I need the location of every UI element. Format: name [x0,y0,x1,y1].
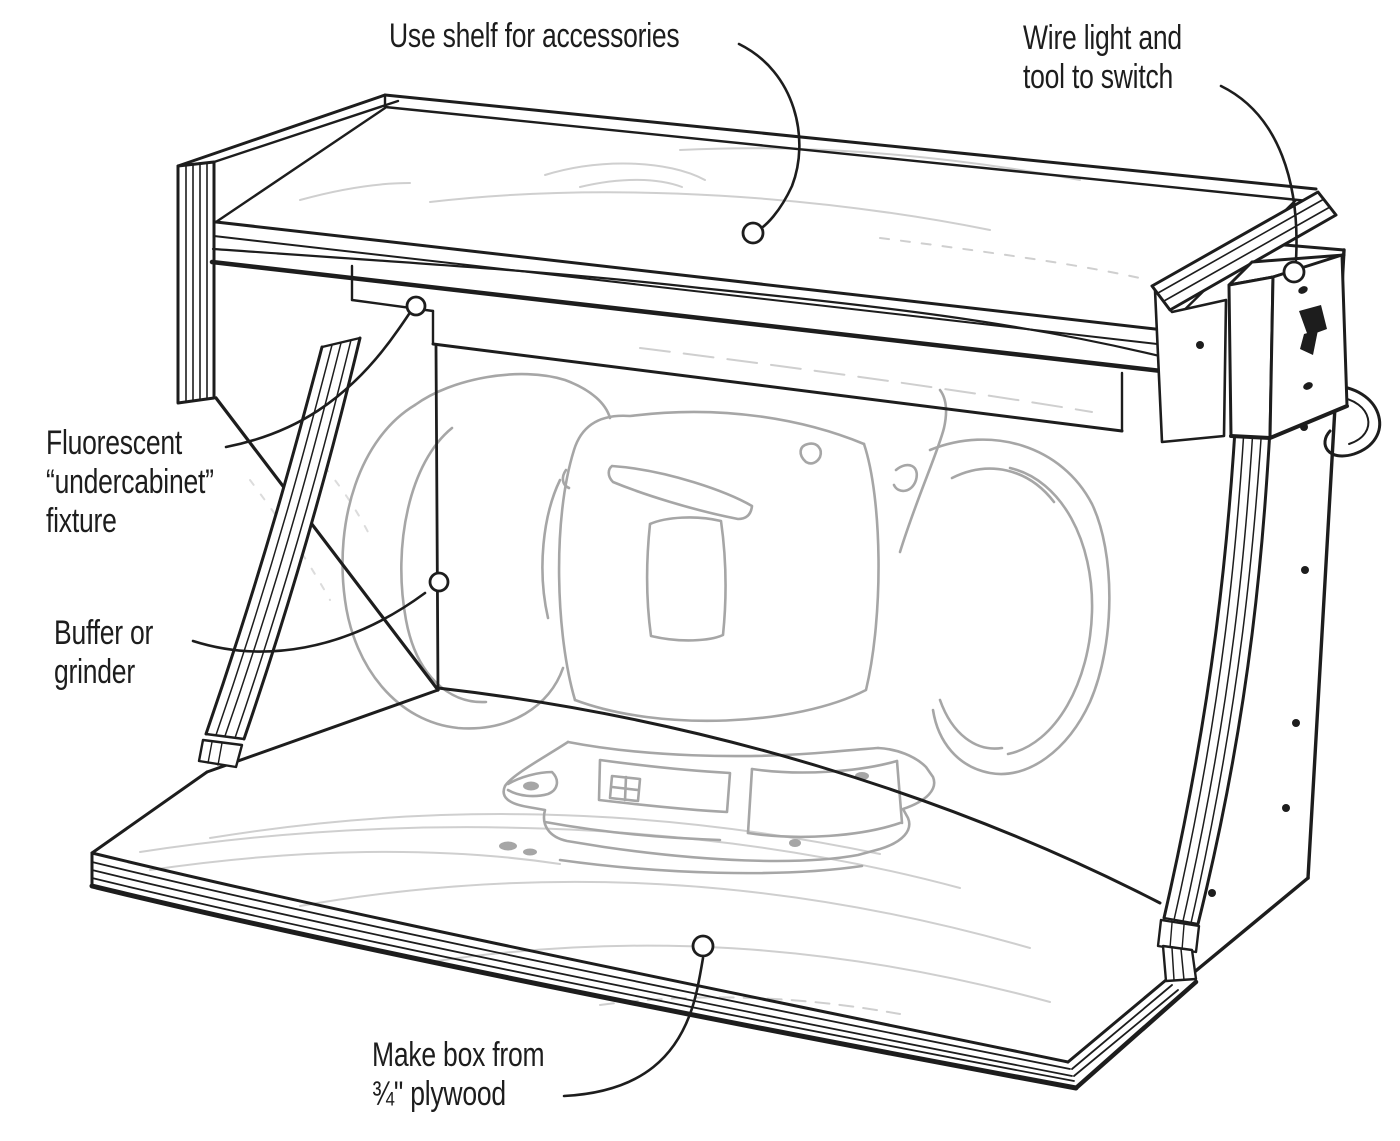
fluorescent-fixture-valance [350,264,1124,433]
callout-leaders [191,42,1306,1098]
grinder-left-guard [341,403,565,730]
marker-fluorescent [405,295,427,317]
switch-box-screws [1298,286,1313,390]
shelf-right-end [1150,190,1338,444]
shelf-assembly [176,93,1318,692]
label-buffer-grinder: Buffer or grinder [54,614,154,691]
callout-markers [405,221,1306,958]
marker-use-shelf [741,221,765,245]
grinder-motor-body [557,410,866,702]
label-make-box: Make box from ¾" plywood [372,1036,545,1113]
grinder-ghost [341,372,1111,875]
switch-box [1227,253,1349,440]
toggle-switch-icon [1299,305,1327,355]
leader-wire-switch [1219,84,1298,262]
left-curved-support [197,336,362,769]
right-curved-support [1156,392,1274,954]
grinder-power-cord [898,388,948,554]
leader-make-box [562,956,705,1098]
leader-fluorescent [224,312,411,449]
grinder-right-wheel [928,438,1111,776]
grinder-bolts [499,772,869,856]
leader-buffer-grinder [191,591,427,653]
marker-wire-switch [1282,260,1306,284]
leader-use-shelf [737,42,801,233]
label-wire-switch: Wire light and tool to switch [1023,19,1182,96]
marker-make-box [691,934,715,958]
label-fluorescent-fixture: Fluorescent “undercabinet” fixture [46,424,214,540]
base-board [89,686,1199,1091]
marker-buffer-grinder [428,571,450,593]
grinder-stand [502,740,936,863]
left-end-post [176,160,216,405]
label-use-shelf: Use shelf for accessories [389,17,680,55]
